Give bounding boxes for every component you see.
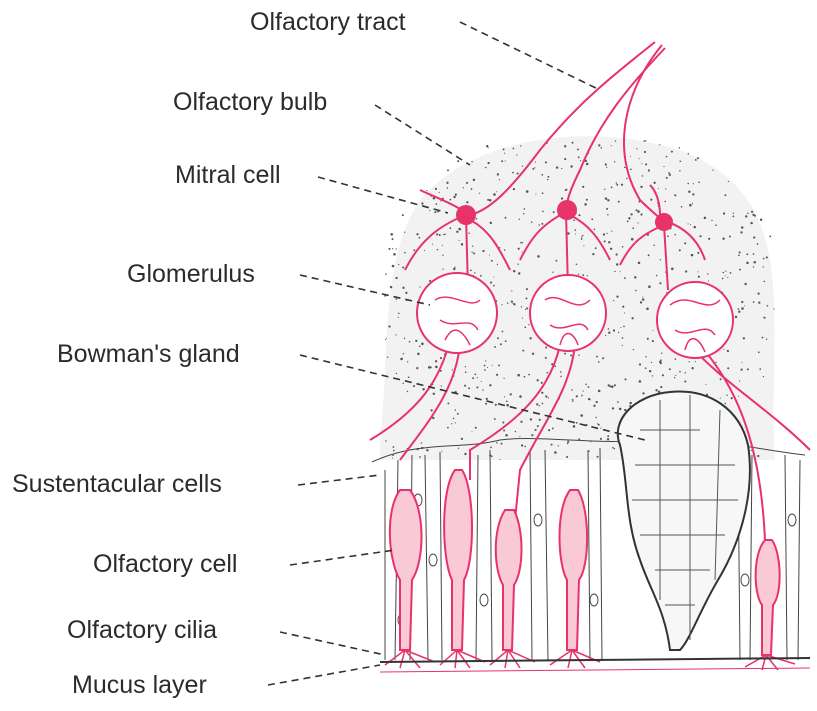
label-olfactory-cilia: Olfactory cilia — [67, 616, 217, 644]
label-glomerulus: Glomerulus — [127, 260, 255, 288]
label-olfactory-tract: Olfactory tract — [250, 8, 406, 36]
glomeruli — [417, 273, 733, 358]
label-olfactory-bulb: Olfactory bulb — [173, 88, 327, 116]
label-bowmans-gland: Bowman's gland — [57, 340, 240, 368]
label-olfactory-cell: Olfactory cell — [93, 550, 237, 578]
label-mucus-layer: Mucus layer — [72, 671, 207, 699]
bowmans-gland — [618, 392, 750, 650]
label-sustentacular-cells: Sustentacular cells — [12, 470, 222, 498]
label-mitral-cell: Mitral cell — [175, 161, 281, 189]
